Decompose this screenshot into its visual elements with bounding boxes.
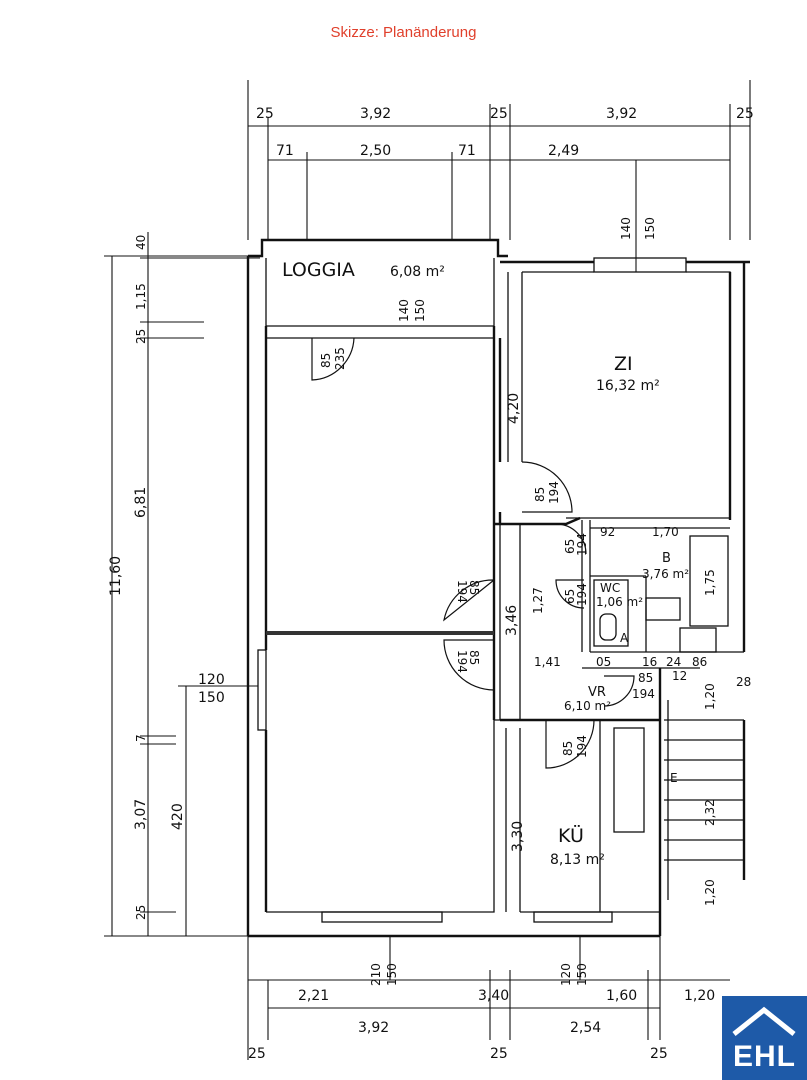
dim-top2-3: 2,49 — [548, 143, 579, 159]
dim-bottom2-0: 3,92 — [358, 1020, 389, 1036]
dim-b-1: 1,70 — [652, 525, 679, 539]
dim-door-wc-1: 194 — [575, 583, 589, 606]
bottom-dimension-lines — [247, 936, 730, 1060]
dim-bottom3-1: 25 — [490, 1046, 508, 1062]
dim-left-outer: 11,60 — [108, 556, 124, 596]
plan-caption: Skizze: Planänderung — [330, 24, 477, 41]
dim-right-4: 12 — [672, 669, 687, 683]
dim-bottom1-1: 3,40 — [478, 988, 509, 1004]
dim-corridor-3: 05 — [596, 655, 611, 669]
room-zi-name: ZI — [614, 353, 633, 375]
dim-corridor-1: 3,46 — [504, 605, 520, 636]
dim-bottom2-1: 2,54 — [570, 1020, 601, 1036]
room-ku-name: KÜ — [558, 824, 584, 847]
room-b-name: B — [662, 551, 671, 566]
dim-door-zi-1: 194 — [547, 481, 561, 504]
dim-door-zi-0: 85 — [533, 487, 547, 502]
dim-top1-3: 3,92 — [606, 106, 637, 122]
dim-corridor-0: 1,27 — [531, 587, 545, 614]
dim-top1-2: 25 — [490, 106, 508, 122]
dim-left-inner-5: 3,07 — [133, 799, 149, 830]
room-loggia-area: 6,08 m² — [390, 264, 445, 280]
dim-bottom-win-right-1: 150 — [575, 963, 589, 986]
dim-corridor-5: 24 — [666, 655, 681, 669]
walls — [246, 238, 750, 938]
dim-corridor-6: 86 — [692, 655, 707, 669]
dim-left-420: 420 — [170, 803, 186, 830]
dim-door-ku-1: 194 — [575, 735, 589, 758]
dim-left-window-0: 120 — [198, 672, 225, 688]
marker-a: A — [620, 631, 629, 645]
left-dimension-lines — [104, 232, 260, 937]
dim-corridor-2: 1,41 — [534, 655, 561, 669]
dim-left-inner-0: 40 — [134, 235, 148, 250]
dim-ku-height: 3,30 — [510, 821, 526, 852]
top-dimension-lines — [247, 80, 751, 272]
dim-bottom3-2: 25 — [650, 1046, 668, 1062]
dim-bottom3-0: 25 — [248, 1046, 266, 1062]
dim-top1-0: 25 — [256, 106, 274, 122]
dim-right-2: 1,20 — [703, 879, 717, 906]
dim-door-vr-0: 85 — [638, 671, 653, 685]
dim-top2-2: 71 — [458, 143, 476, 159]
dim-loggia-window-0: 140 — [397, 299, 411, 322]
dim-zi-window-0: 140 — [619, 217, 633, 240]
door-arcs — [311, 337, 635, 769]
dim-zi-height: 4,20 — [506, 393, 522, 424]
dim-loggia-window-1: 150 — [413, 299, 427, 322]
dim-right-3: 28 — [736, 675, 751, 689]
dim-door-left2-1: 194 — [455, 650, 469, 673]
dim-b-2: 1,75 — [703, 569, 717, 596]
ehl-logo: EHL — [722, 996, 807, 1080]
dim-top1-1: 3,92 — [360, 106, 391, 122]
dim-left-window-1: 150 — [198, 690, 225, 706]
dim-door-vr-1: 194 — [632, 687, 655, 701]
dim-right-1: 2,32 — [703, 799, 717, 826]
dim-zi-window-1: 150 — [643, 217, 657, 240]
dim-door-b-1: 194 — [575, 533, 589, 556]
dim-door-left1-1: 194 — [455, 580, 469, 603]
dim-bottom-win-left-1: 150 — [385, 963, 399, 986]
dim-left-inner-6: 25 — [134, 905, 148, 920]
dim-b-0: 92 — [600, 525, 615, 539]
room-b-area: 3,76 m² — [642, 567, 689, 581]
logo-text: EHL — [733, 1040, 796, 1073]
room-ku-area: 8,13 m² — [550, 852, 605, 868]
marker-e: E — [670, 771, 678, 785]
dim-bottom-win-left-0: 210 — [369, 963, 383, 986]
room-zi-area: 16,32 m² — [596, 378, 660, 394]
dim-door-ku-0: 85 — [561, 741, 575, 756]
room-loggia-name: LOGGIA — [282, 259, 355, 281]
dim-top2-0: 71 — [276, 143, 294, 159]
dim-right-0: 1,20 — [703, 683, 717, 710]
dim-top1-4: 25 — [736, 106, 754, 122]
room-wc-name: WC — [600, 581, 620, 595]
dim-door-loggia-0: 85 — [319, 353, 333, 368]
dim-left-inner-2: 25 — [134, 329, 148, 344]
dim-door-loggia-1: 235 — [333, 347, 347, 370]
dim-left-inner-3: 6,81 — [133, 487, 149, 518]
dim-door-left2-0: 85 — [467, 650, 481, 665]
dim-bottom1-0: 2,21 — [298, 988, 329, 1004]
room-vr-area: 6,10 m² — [564, 699, 611, 713]
dim-corridor-4: 16 — [642, 655, 657, 669]
room-wc-area: 1,06 m² — [596, 595, 643, 609]
room-vr-name: VR — [588, 685, 606, 700]
dim-bottom1-2: 1,60 — [606, 988, 637, 1004]
dim-left-inner-1: 1,15 — [134, 283, 148, 310]
dim-bottom1-3: 1,20 — [684, 988, 715, 1004]
dim-bottom-win-right-0: 120 — [559, 963, 573, 986]
dim-left-inner-4: 7 — [134, 734, 148, 742]
house-roof-icon — [732, 1006, 796, 1036]
dim-top2-1: 2,50 — [360, 143, 391, 159]
dim-door-left1-0: 85 — [467, 580, 481, 595]
dim-door-b-0: 65 — [563, 539, 577, 554]
dim-door-wc-0: 65 — [563, 589, 577, 604]
